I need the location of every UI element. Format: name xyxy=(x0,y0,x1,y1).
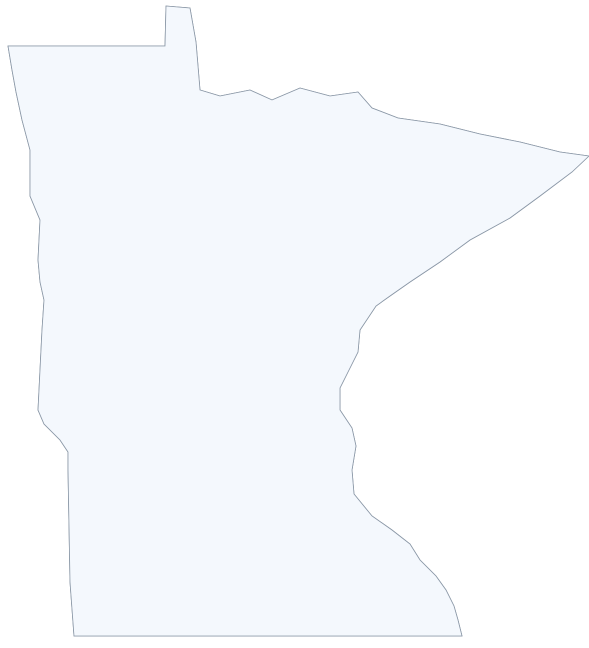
region-pine-2 xyxy=(358,336,370,348)
region-chisago-1 xyxy=(362,366,374,376)
